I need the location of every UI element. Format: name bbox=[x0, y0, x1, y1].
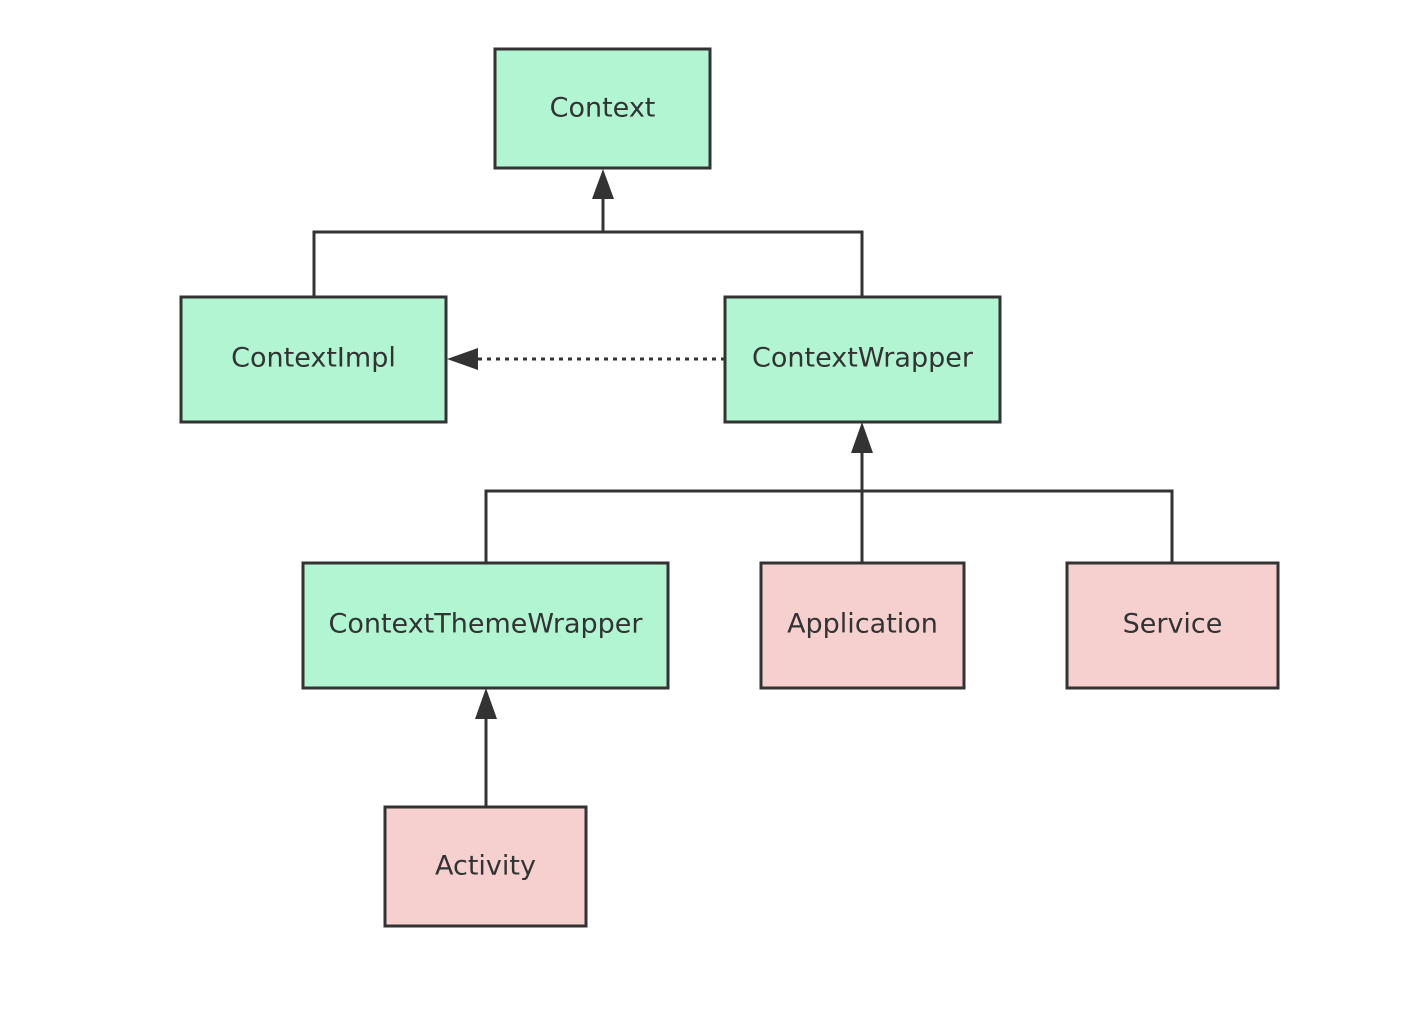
node-box bbox=[723, 295, 1002, 424]
edge-context-children bbox=[312, 169, 864, 297]
node-box bbox=[759, 561, 966, 690]
node-label: Context bbox=[550, 93, 656, 124]
arrowhead-contextwrapper bbox=[851, 422, 873, 453]
edge-delegation bbox=[447, 348, 725, 370]
node-box bbox=[383, 805, 588, 928]
node-box bbox=[1065, 561, 1280, 690]
node-activity: Activity bbox=[383, 805, 588, 928]
edge-contextwrapper-children bbox=[484, 422, 1174, 563]
node-label: ContextWrapper bbox=[752, 343, 974, 374]
node-contextimpl: ContextImpl bbox=[179, 295, 448, 424]
node-label: Service bbox=[1123, 609, 1223, 640]
node-application: Application bbox=[759, 561, 966, 690]
node-contextwrapper: ContextWrapper bbox=[723, 295, 1002, 424]
node-box bbox=[179, 295, 448, 424]
edge-contextwrapper-to-context bbox=[603, 230, 864, 297]
edge-contextthemewrapper-children bbox=[475, 688, 497, 807]
arrowhead-contextthemewrapper bbox=[475, 688, 497, 719]
node-service: Service bbox=[1065, 561, 1280, 690]
arrowhead-context bbox=[592, 169, 614, 199]
edge-contextthemewrapper-to-contextwrapper bbox=[484, 489, 862, 563]
node-box bbox=[493, 47, 712, 170]
node-label: ContextImpl bbox=[231, 343, 396, 374]
edge-service-to-contextwrapper bbox=[862, 489, 1174, 563]
edge-contextimpl-to-context bbox=[312, 230, 603, 297]
node-label: Application bbox=[787, 609, 938, 640]
arrowhead-contextimpl bbox=[447, 348, 478, 370]
node-box bbox=[301, 561, 670, 690]
node-contextthemewrapper: ContextThemeWrapper bbox=[301, 561, 670, 690]
node-context: Context bbox=[493, 47, 712, 170]
node-label: Activity bbox=[435, 851, 536, 882]
node-label: ContextThemeWrapper bbox=[328, 609, 643, 640]
